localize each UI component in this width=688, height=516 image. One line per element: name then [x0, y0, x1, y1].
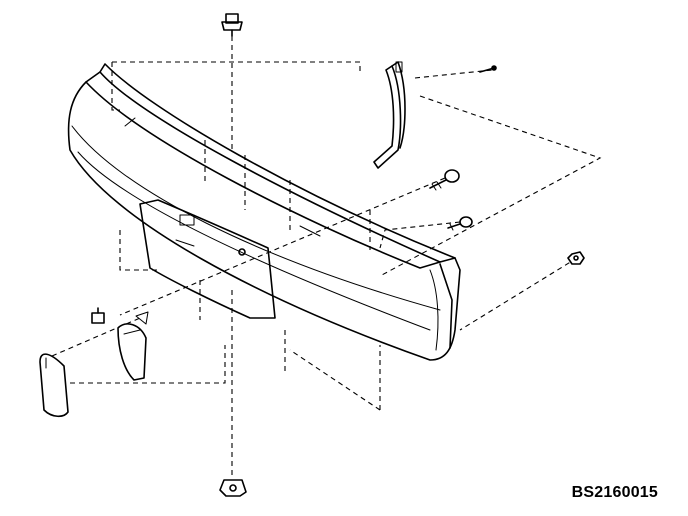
side-retainer-bracket — [373, 61, 406, 169]
clip-left-icon — [91, 307, 149, 325]
nut-right-icon — [567, 251, 585, 265]
leader-top-edge — [112, 61, 361, 72]
leader-mud-flap-2 — [51, 317, 141, 357]
screw-small-top-icon — [479, 65, 497, 73]
bolt-middle-icon — [447, 216, 473, 231]
leader-nut-right — [459, 257, 578, 331]
leader-screw-top — [414, 69, 493, 79]
leader-bracket-main — [111, 62, 120, 111]
bolt-upper-icon — [429, 169, 460, 191]
mud-flap-inner — [117, 323, 147, 381]
figure-code: BS2160015 — [571, 484, 658, 501]
leader-left-vert — [119, 230, 160, 271]
leader-bolt-upper — [119, 177, 446, 316]
leader-bolt-middle — [379, 221, 461, 249]
leader-right-long — [379, 95, 602, 277]
top-clip-icon — [221, 13, 243, 37]
bottom-clip-icon — [219, 479, 247, 497]
leader-mud-flap — [70, 345, 226, 384]
mud-flap-outer — [39, 353, 69, 418]
rear-bumper-fascia — [67, 63, 461, 361]
leader-right-box-2 — [289, 349, 381, 411]
